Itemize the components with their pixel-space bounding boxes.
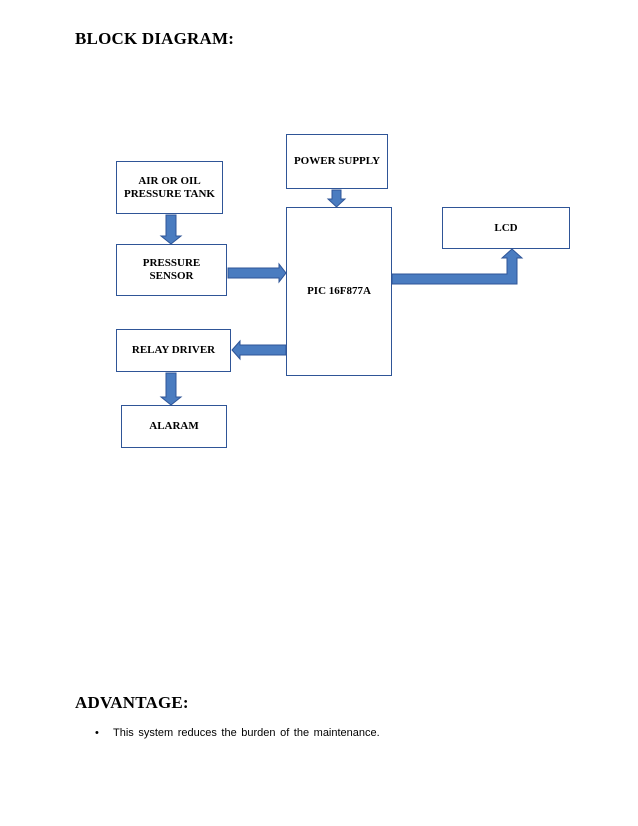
microcontroller-label: PIC 16F877A [307, 285, 371, 297]
arrow-pic-to-lcd [391, 248, 524, 285]
pressure-tank-block: AIR OR OIL PRESSURE TANK [116, 161, 223, 214]
advantage-text: This system reduces the burden of the ma… [113, 727, 380, 739]
arrow-sensor-to-pic [227, 262, 287, 284]
block-diagram-heading: BLOCK DIAGRAM: [75, 29, 235, 48]
arrow-power-to-pic [326, 189, 347, 208]
arrow-tank-to-sensor [159, 214, 183, 245]
list-item: • This system reduces the burden of the m… [95, 727, 380, 739]
lcd-label: LCD [494, 221, 518, 234]
power-supply-label: POWER SUPPLY [293, 155, 381, 167]
relay-driver-label: RELAY DRIVER [131, 344, 216, 356]
advantage-heading: ADVANTAGE: [75, 693, 189, 712]
arrow-relay-to-alarm [159, 372, 183, 406]
microcontroller-block: PIC 16F877A [286, 207, 392, 376]
pressure-tank-label: AIR OR OIL PRESSURE TANK [124, 174, 215, 200]
lcd-block: LCD [442, 207, 570, 249]
bullet-icon: • [95, 727, 99, 739]
power-supply-block: POWER SUPPLY [286, 134, 388, 189]
pressure-sensor-block: PRESSURE SENSOR [116, 244, 227, 296]
arrow-pic-to-relay [231, 339, 287, 361]
relay-driver-block: RELAY DRIVER [116, 329, 231, 372]
alarm-block: ALARAM [121, 405, 227, 448]
alarm-label: ALARAM [149, 420, 199, 432]
advantage-list: • This system reduces the burden of the m… [95, 727, 380, 739]
pressure-sensor-label: PRESSURE SENSOR [142, 257, 201, 282]
